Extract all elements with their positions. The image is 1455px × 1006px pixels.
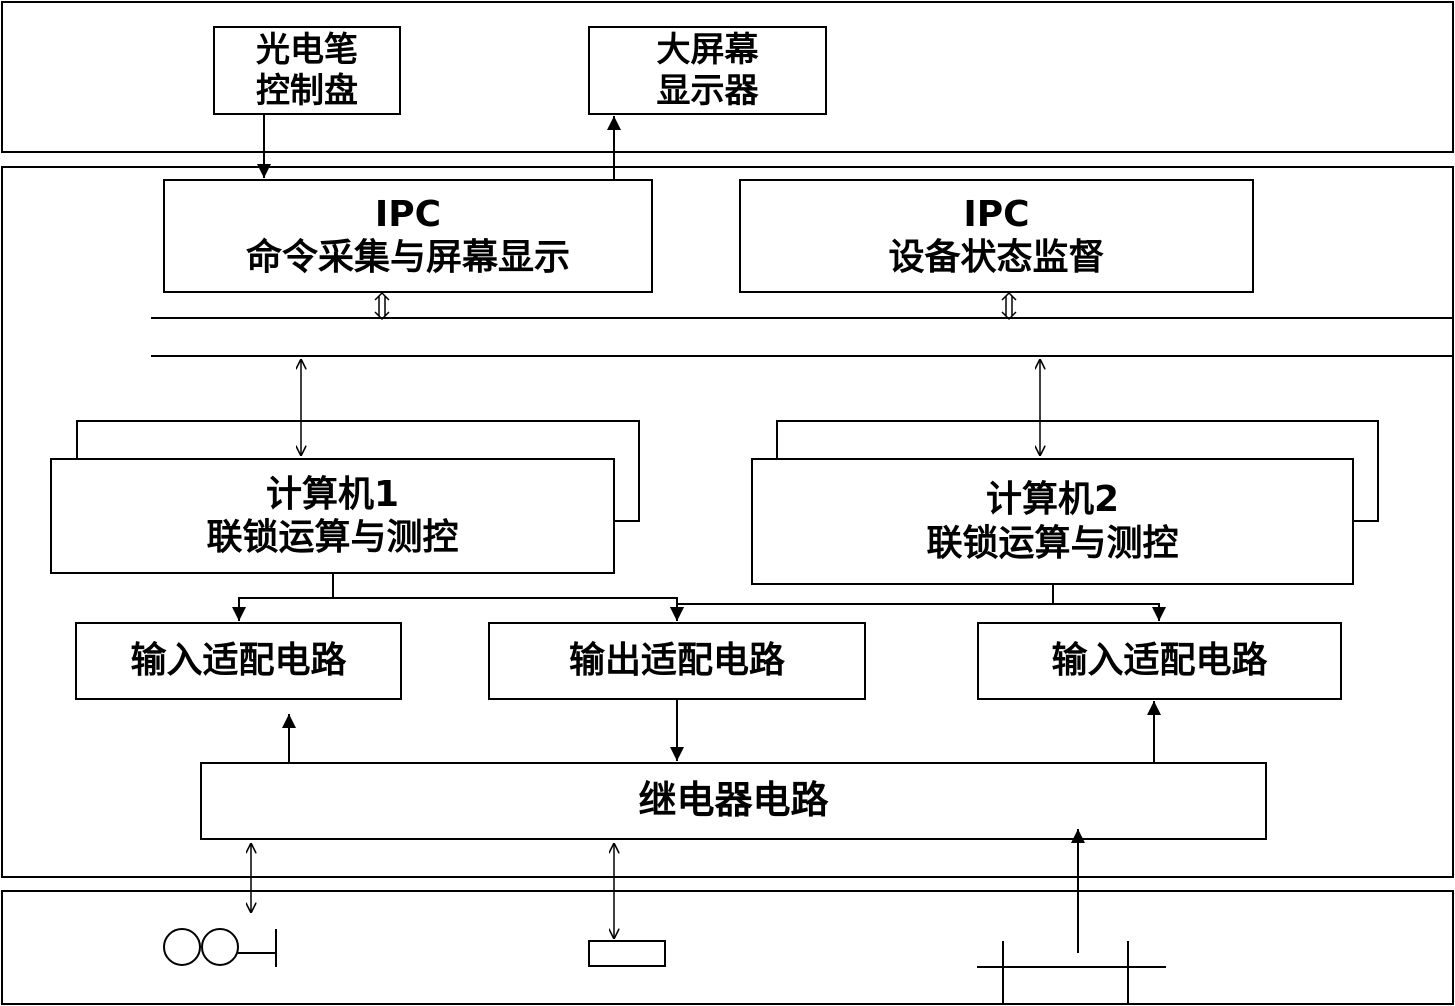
- computer1: 计算机1 联锁运算与测控: [50, 458, 615, 574]
- ipc-status-monitor: IPC 设备状态监督: [739, 179, 1254, 293]
- switch-machine-icon: [588, 940, 666, 967]
- signal-lamp-icon: [163, 928, 277, 967]
- ipc-command-bus-link: [374, 291, 390, 321]
- computer2-output-branch: [670, 603, 1053, 621]
- ipc-status-monitor-line2: 设备状态监督: [888, 237, 1105, 278]
- input-adapter-right: 输入适配电路: [977, 622, 1342, 700]
- ipc-command-display: IPC 命令采集与屏幕显示: [163, 179, 653, 293]
- ipc-command-display-line1: IPC: [374, 193, 442, 235]
- ipc-command-display-line2: 命令采集与屏幕显示: [245, 237, 570, 278]
- computer2-line1: 计算机2: [985, 479, 1120, 521]
- computer1-adapter-branch: [232, 574, 334, 621]
- ipc-status-monitor-line1: IPC: [963, 193, 1030, 235]
- ipc-monitor-bus-link: [1001, 291, 1017, 321]
- computer1-output-branch: [333, 597, 684, 621]
- computer1-line2: 联锁运算与测控: [206, 517, 459, 558]
- field-layer-frame: [1, 890, 1454, 1005]
- interlocking-layer-frame: [1, 166, 1454, 878]
- pen-control-panel-line2: 控制盘: [256, 70, 358, 111]
- track-circuit-icon: [977, 941, 1166, 1005]
- pen-control-panel-line1: 光电笔: [256, 29, 358, 70]
- operator-layer-frame: [1, 1, 1454, 153]
- big-screen-display: 大屏幕 显示器: [588, 26, 827, 115]
- computer2-adapter-branch: [1052, 585, 1166, 621]
- relay-circuit: 继电器电路: [200, 762, 1267, 840]
- input-adapter-left-label: 输入适配电路: [130, 640, 347, 682]
- input-adapter-right-label: 输入适配电路: [1051, 640, 1268, 682]
- computer2: 计算机2 联锁运算与测控: [751, 458, 1354, 585]
- computer1-line1: 计算机1: [265, 473, 400, 515]
- big-screen-display-line2: 显示器: [656, 70, 759, 111]
- pen-control-panel: 光电笔 控制盘: [213, 26, 401, 115]
- computer2-line2: 联锁运算与测控: [926, 522, 1179, 564]
- output-adapter: 输出适配电路: [488, 622, 866, 700]
- input-adapter-left: 输入适配电路: [75, 622, 402, 700]
- big-screen-display-line1: 大屏幕: [656, 29, 759, 70]
- output-adapter-label: 输出适配电路: [568, 640, 785, 682]
- relay-circuit-label: 继电器电路: [638, 778, 829, 823]
